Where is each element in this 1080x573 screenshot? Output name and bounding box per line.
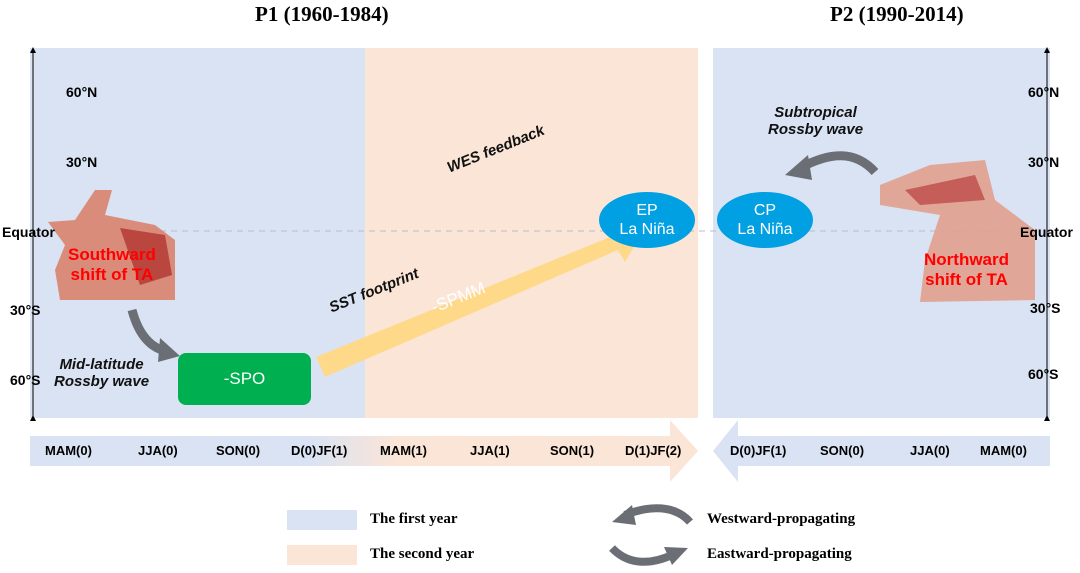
midlat-line2: Rossby wave — [54, 373, 150, 390]
season-p1-5: JJA(1) — [470, 443, 510, 458]
cp-la-nina-oval: CP La Niña — [717, 192, 813, 248]
season-p1-3: D(0)JF(1) — [291, 443, 348, 458]
subtropical-rossby-arrow — [797, 151, 879, 176]
lat-30s-right: 30°S — [1030, 300, 1061, 316]
ep-la-nina-oval: EP La Niña — [599, 192, 695, 248]
lat-60n-right: 60°N — [1028, 84, 1060, 100]
season-p1-7: D(1)JF(2) — [625, 443, 682, 458]
northward-ta-core — [905, 175, 985, 205]
lat-60s-right: 60°S — [1028, 366, 1059, 382]
season-p2-0: D(0)JF(1) — [730, 443, 787, 458]
legend-eastward: Eastward-propagating — [707, 546, 852, 562]
northward-line1: Northward — [924, 250, 1009, 269]
lat-30s-left: 30°S — [10, 302, 41, 318]
ep-line1: EP — [636, 202, 658, 219]
season-p1-2: SON(0) — [216, 443, 261, 458]
spmm-arrow — [316, 222, 645, 377]
subtropical-rossby-arrowhead — [785, 155, 812, 180]
midlat-rossby-arrowhead — [158, 338, 180, 362]
cp-line2: La Niña — [737, 221, 793, 238]
season-p1-4: MAM(1) — [380, 443, 427, 458]
season-p1-1: JJA(0) — [138, 443, 178, 458]
eastward-icon — [609, 545, 674, 566]
lat-60n-left: 60°N — [66, 84, 98, 100]
lat-60s-left: 60°S — [10, 372, 41, 388]
southward-ta-core — [120, 228, 172, 285]
lat-eq-right: Equator — [1020, 224, 1073, 240]
midlat-line1: Mid-latitude — [59, 356, 144, 373]
lat-30n-left: 30°N — [66, 154, 98, 170]
spo-box: -SPO — [178, 353, 311, 405]
lat-eq-left: Equator — [2, 224, 55, 240]
legend-swatch-second-year — [287, 545, 357, 565]
subtrop-line1: Subtropical — [774, 104, 857, 121]
season-p2-2: JJA(0) — [910, 443, 950, 458]
legend-first-year: The first year — [370, 511, 458, 527]
title-p1: P1 (1960-1984) — [255, 2, 389, 26]
cp-line1: CP — [753, 202, 777, 219]
timeline-p2-arrow — [713, 420, 1050, 482]
legend-swatch-first-year — [287, 510, 357, 530]
spo-label: -SPO — [223, 369, 266, 388]
legend-westward: Westward-propagating — [707, 511, 856, 527]
season-p2-3: MAM(0) — [980, 443, 1027, 458]
title-p2: P2 (1990-2014) — [830, 2, 964, 26]
ep-line2: La Niña — [619, 221, 675, 238]
timeline-p1-arrow — [30, 420, 698, 482]
season-p2-1: SON(0) — [820, 443, 865, 458]
lat-30n-right: 30°N — [1028, 154, 1060, 170]
eastward-icon-head — [664, 547, 688, 565]
season-p1-6: SON(1) — [550, 443, 595, 458]
season-p1-0: MAM(0) — [45, 443, 92, 458]
subtrop-line2: Rossby wave — [768, 121, 864, 138]
northward-line2: shift of TA — [925, 270, 1008, 289]
westward-icon-head — [612, 505, 636, 525]
legend-second-year: The second year — [370, 546, 475, 562]
southward-line2: shift of TA — [70, 265, 154, 284]
southward-line1: Southward — [68, 245, 156, 264]
